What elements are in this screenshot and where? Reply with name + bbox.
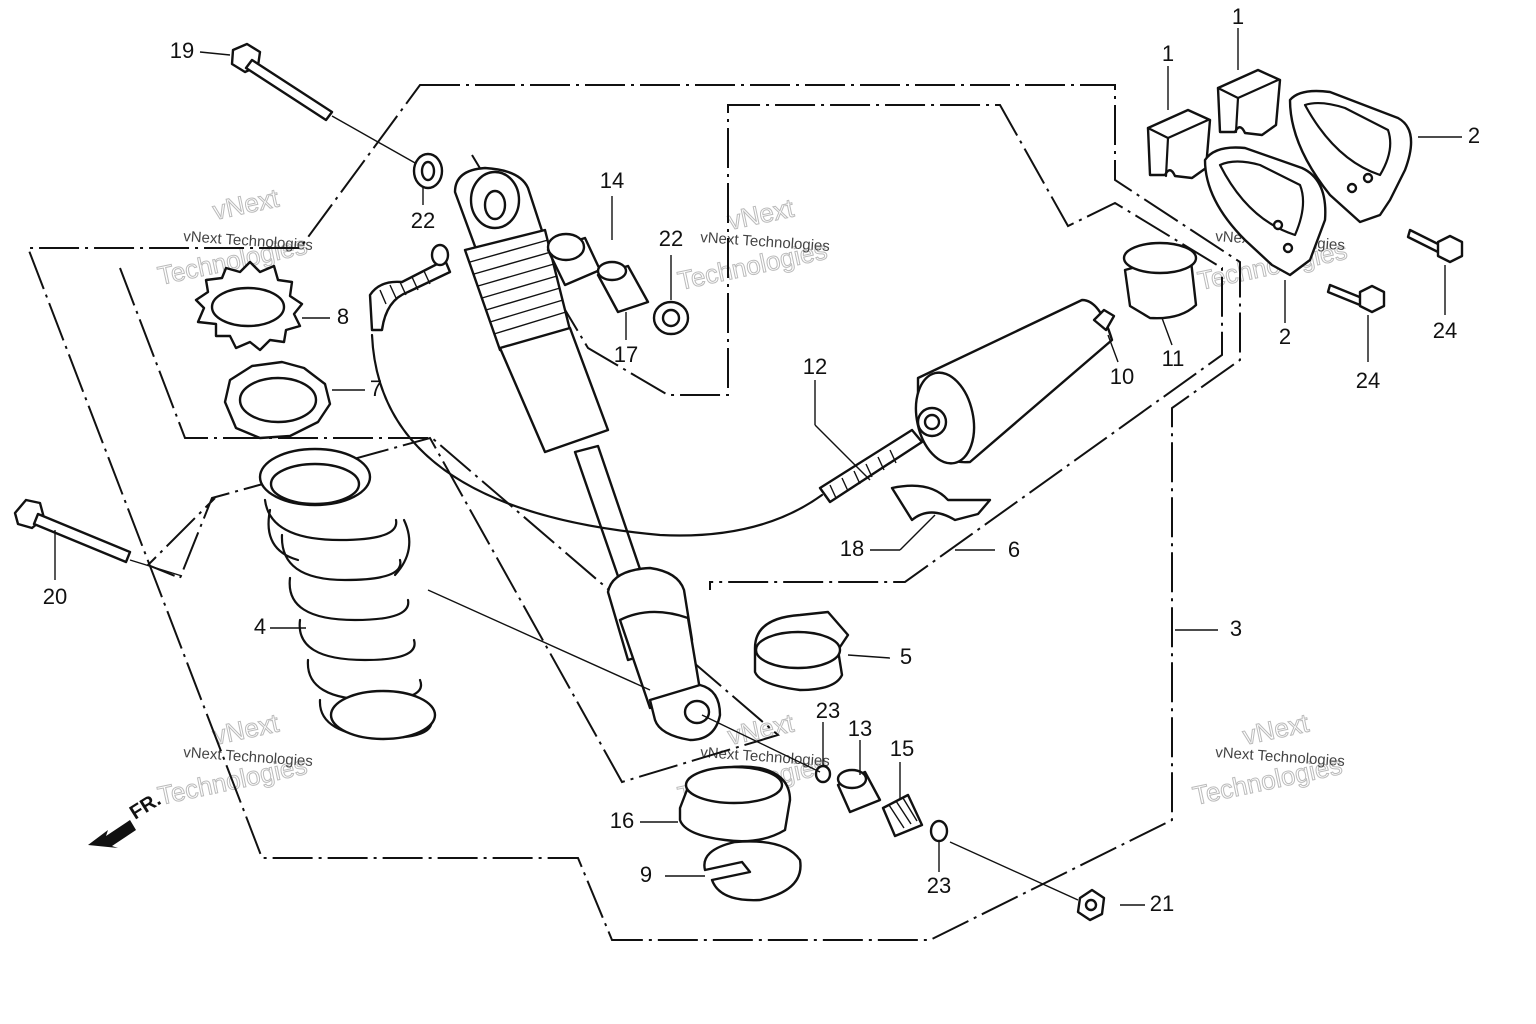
bushing-17 bbox=[596, 260, 650, 314]
label-3: 3 bbox=[1230, 616, 1242, 641]
bushing-13 bbox=[836, 768, 882, 814]
watermark-bottom-left: vNext Technologies vNext Technologies bbox=[155, 707, 314, 811]
lower-nut bbox=[949, 841, 1106, 922]
lock-nut bbox=[194, 260, 304, 352]
svg-text:vNext: vNext bbox=[210, 183, 282, 226]
leader-lines bbox=[54, 28, 1462, 906]
dust-seal-23-lower bbox=[929, 819, 949, 843]
pivot-centerline bbox=[701, 714, 821, 773]
front-direction-arrow: FR. bbox=[88, 789, 165, 848]
pivot-collar-15 bbox=[881, 793, 924, 838]
label-2-upper: 2 bbox=[1468, 123, 1480, 148]
label-22-left: 22 bbox=[411, 208, 435, 233]
label-21: 21 bbox=[1150, 891, 1174, 916]
reservoir-tank bbox=[818, 298, 1114, 504]
label-13: 13 bbox=[848, 716, 872, 741]
reservoir-band bbox=[890, 484, 992, 522]
spring-centerline bbox=[427, 589, 651, 691]
spring-stopper bbox=[703, 840, 802, 902]
collar-upper-left bbox=[412, 152, 444, 190]
label-10: 10 bbox=[1110, 364, 1134, 389]
label-8: 8 bbox=[337, 304, 349, 329]
label-7: 7 bbox=[370, 376, 382, 401]
lower-bolt bbox=[13, 498, 183, 577]
mount-bracket-lower bbox=[1203, 146, 1327, 277]
label-6: 6 bbox=[1008, 537, 1020, 562]
label-24-left: 24 bbox=[1356, 368, 1380, 393]
svg-text:vNext: vNext bbox=[725, 193, 797, 236]
collar-upper-right bbox=[652, 300, 690, 336]
watermark-bottom-right: vNext Technologies vNext Technologies bbox=[1190, 707, 1346, 811]
label-17: 17 bbox=[614, 342, 638, 367]
label-2-lower: 2 bbox=[1279, 324, 1291, 349]
rubber-mount-right bbox=[1216, 68, 1282, 137]
label-11: 11 bbox=[1162, 346, 1185, 371]
upper-bolt bbox=[230, 42, 425, 169]
clamp-band bbox=[753, 610, 850, 692]
bracket-bolt-lower bbox=[1326, 283, 1386, 314]
label-15: 15 bbox=[890, 736, 914, 761]
reservoir-cap bbox=[1122, 241, 1198, 320]
label-23-upper: 23 bbox=[816, 698, 840, 723]
label-12: 12 bbox=[803, 354, 827, 379]
bracket-bolt-upper bbox=[1406, 228, 1464, 264]
label-22-right: 22 bbox=[659, 226, 683, 251]
label-9: 9 bbox=[640, 862, 652, 887]
valve-cap bbox=[1092, 308, 1116, 332]
rubber-mount-left bbox=[1146, 108, 1212, 180]
shock-absorber-body bbox=[368, 166, 824, 742]
label-24-right: 24 bbox=[1433, 318, 1457, 343]
svg-text:vNext: vNext bbox=[210, 708, 282, 751]
label-19: 19 bbox=[170, 38, 194, 63]
label-1-left: 1 bbox=[1162, 41, 1174, 66]
label-18: 18 bbox=[840, 536, 864, 561]
assembly-boundary-outline bbox=[26, 84, 1241, 941]
label-23-lower: 23 bbox=[927, 873, 951, 898]
subassembly-boundary-outline bbox=[119, 104, 1223, 784]
spring-seat bbox=[678, 765, 792, 843]
mount-bracket-upper bbox=[1288, 89, 1413, 224]
label-1-right: 1 bbox=[1232, 4, 1244, 29]
label-16: 16 bbox=[610, 808, 634, 833]
label-14: 14 bbox=[600, 168, 624, 193]
svg-text:vNext: vNext bbox=[725, 708, 797, 751]
dust-seal-23-upper bbox=[814, 764, 832, 784]
watermark-top-center: vNext Technologies vNext Technologies bbox=[675, 192, 831, 296]
label-4: 4 bbox=[254, 614, 266, 639]
label-5: 5 bbox=[900, 644, 912, 669]
callout-labels: 1 1 2 2 3 4 5 6 7 8 9 10 11 12 13 14 15 … bbox=[43, 4, 1480, 916]
coil-spring bbox=[258, 447, 437, 741]
svg-text:vNext: vNext bbox=[1240, 708, 1312, 751]
label-20: 20 bbox=[43, 584, 67, 609]
adjuster-nut bbox=[223, 360, 332, 440]
